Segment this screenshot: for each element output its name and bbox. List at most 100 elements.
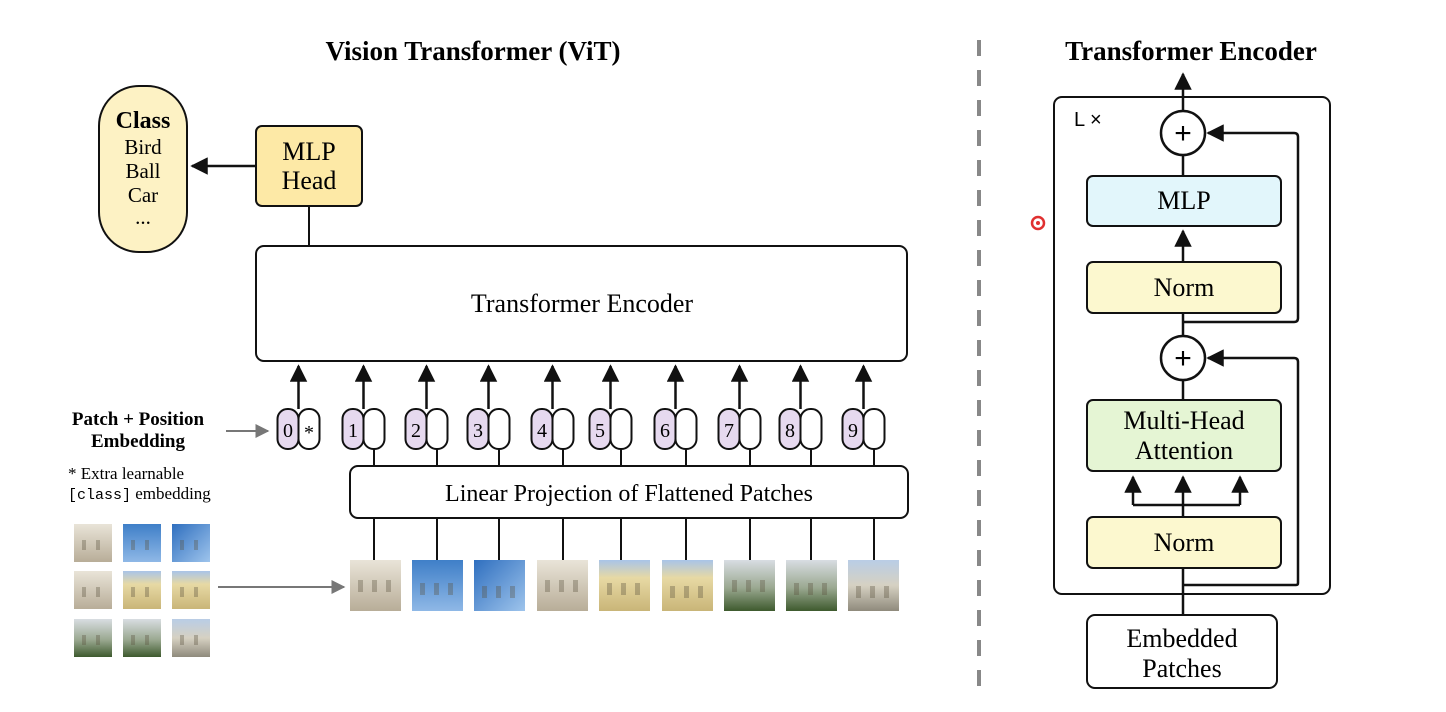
grid-patch bbox=[123, 524, 161, 562]
patch-detail bbox=[794, 583, 799, 595]
patch-detail bbox=[372, 580, 377, 592]
grid-patch-detail bbox=[131, 635, 135, 645]
embedding-word: embedding bbox=[131, 484, 211, 503]
token-pair: 2 bbox=[404, 364, 449, 466]
patch-embedding-pill bbox=[425, 408, 449, 450]
patch-embedding-pill bbox=[609, 408, 633, 450]
position-index: 1 bbox=[348, 420, 358, 442]
patch-detail bbox=[635, 583, 640, 595]
position-index: 5 bbox=[595, 420, 605, 442]
token-pair: 4 bbox=[530, 364, 575, 466]
token-pair: 5 bbox=[588, 364, 633, 466]
class-item: Ball bbox=[126, 159, 161, 183]
patch-detail bbox=[670, 586, 675, 598]
residual-connection-2 bbox=[1183, 124, 1300, 324]
patch-detail bbox=[884, 586, 889, 598]
patch-image bbox=[474, 560, 525, 611]
patch-embedding-pill bbox=[674, 408, 698, 450]
image-patch bbox=[848, 518, 899, 611]
grid-patch bbox=[74, 571, 112, 609]
patch-sequence bbox=[350, 518, 899, 611]
encoder-title: Transformer Encoder bbox=[1065, 36, 1317, 66]
patch-image bbox=[724, 560, 775, 611]
patch-detail bbox=[510, 586, 515, 598]
patch-image bbox=[662, 560, 713, 611]
embedded-patches-box: Embedded Patches bbox=[1086, 614, 1278, 689]
patch-detail bbox=[870, 586, 875, 598]
norm-top-box: Norm bbox=[1086, 261, 1282, 314]
token-pair: 9 bbox=[841, 364, 886, 466]
class-token-marker: * bbox=[304, 422, 314, 444]
patch-detail bbox=[856, 586, 861, 598]
grid-patch bbox=[172, 619, 210, 657]
grid-patch-image bbox=[172, 571, 210, 609]
token-pair: 0* bbox=[276, 364, 321, 450]
patch-detail bbox=[822, 583, 827, 595]
image-patch bbox=[786, 518, 837, 611]
position-index: 4 bbox=[537, 420, 547, 442]
grid-patch-image bbox=[172, 619, 210, 657]
patch-image bbox=[848, 560, 899, 611]
patch-detail bbox=[746, 580, 751, 592]
grid-patch-detail bbox=[194, 587, 198, 597]
grid-patch-detail bbox=[82, 587, 86, 597]
image-patch bbox=[412, 518, 463, 611]
linear-projection-box: Linear Projection of Flattened Patches bbox=[349, 465, 909, 519]
class-item: ... bbox=[135, 205, 151, 229]
mlp-head-label: Head bbox=[282, 166, 337, 195]
class-title: Class bbox=[116, 108, 171, 134]
mlp-head-box: MLP Head bbox=[255, 125, 363, 207]
patch-image bbox=[786, 560, 837, 611]
grid-patch-detail bbox=[145, 540, 149, 550]
patch-embedding-pill bbox=[297, 408, 321, 450]
norm-bottom-label: Norm bbox=[1154, 528, 1215, 557]
grid-patch-image bbox=[74, 571, 112, 609]
image-patch bbox=[662, 518, 713, 611]
image-patch bbox=[599, 518, 650, 611]
residual-connection-1 bbox=[1183, 349, 1300, 587]
patch-embedding-pill bbox=[799, 408, 823, 450]
class-code: [class] bbox=[68, 487, 131, 504]
grid-patch-detail bbox=[96, 587, 100, 597]
grid-patch-detail bbox=[194, 540, 198, 550]
class-item: Car bbox=[128, 183, 158, 207]
position-index: 0 bbox=[283, 420, 293, 442]
grid-patch-image bbox=[123, 524, 161, 562]
patch-detail bbox=[573, 580, 578, 592]
token-pair: 3 bbox=[466, 364, 511, 466]
grid-patch-detail bbox=[82, 635, 86, 645]
transformer-encoder-label: Transformer Encoder bbox=[471, 289, 693, 318]
token-pair: 6 bbox=[653, 364, 698, 466]
patch-detail bbox=[808, 583, 813, 595]
plus-sign: + bbox=[1174, 342, 1192, 375]
patch-detail bbox=[698, 586, 703, 598]
patch-detail bbox=[358, 580, 363, 592]
grid-patch bbox=[74, 619, 112, 657]
extra-learnable-note: * Extra learnable bbox=[68, 464, 184, 483]
token-pair: 7 bbox=[717, 364, 762, 466]
mlp-box: MLP bbox=[1086, 175, 1282, 227]
grid-patch-detail bbox=[180, 635, 184, 645]
patch-detail bbox=[420, 583, 425, 595]
grid-patch-image bbox=[123, 619, 161, 657]
plus-sign: + bbox=[1174, 117, 1192, 150]
mlp-label: MLP bbox=[1157, 186, 1210, 215]
patch-embedding-label: Patch + Position bbox=[72, 409, 205, 430]
patch-detail bbox=[621, 583, 626, 595]
image-patch bbox=[537, 518, 588, 611]
class-embedding-note: [class] embedding bbox=[68, 484, 211, 504]
patch-detail bbox=[545, 580, 550, 592]
grid-patch bbox=[123, 619, 161, 657]
grid-patch bbox=[172, 524, 210, 562]
embedded-label: Patches bbox=[1142, 654, 1221, 683]
patch-detail bbox=[434, 583, 439, 595]
position-index: 3 bbox=[473, 420, 483, 442]
patch-image bbox=[350, 560, 401, 611]
encoder-block-frame bbox=[1053, 96, 1331, 595]
position-index: 7 bbox=[724, 420, 734, 442]
norm-bottom-box: Norm bbox=[1086, 516, 1282, 569]
position-index: 6 bbox=[660, 420, 670, 442]
patch-detail bbox=[496, 586, 501, 598]
